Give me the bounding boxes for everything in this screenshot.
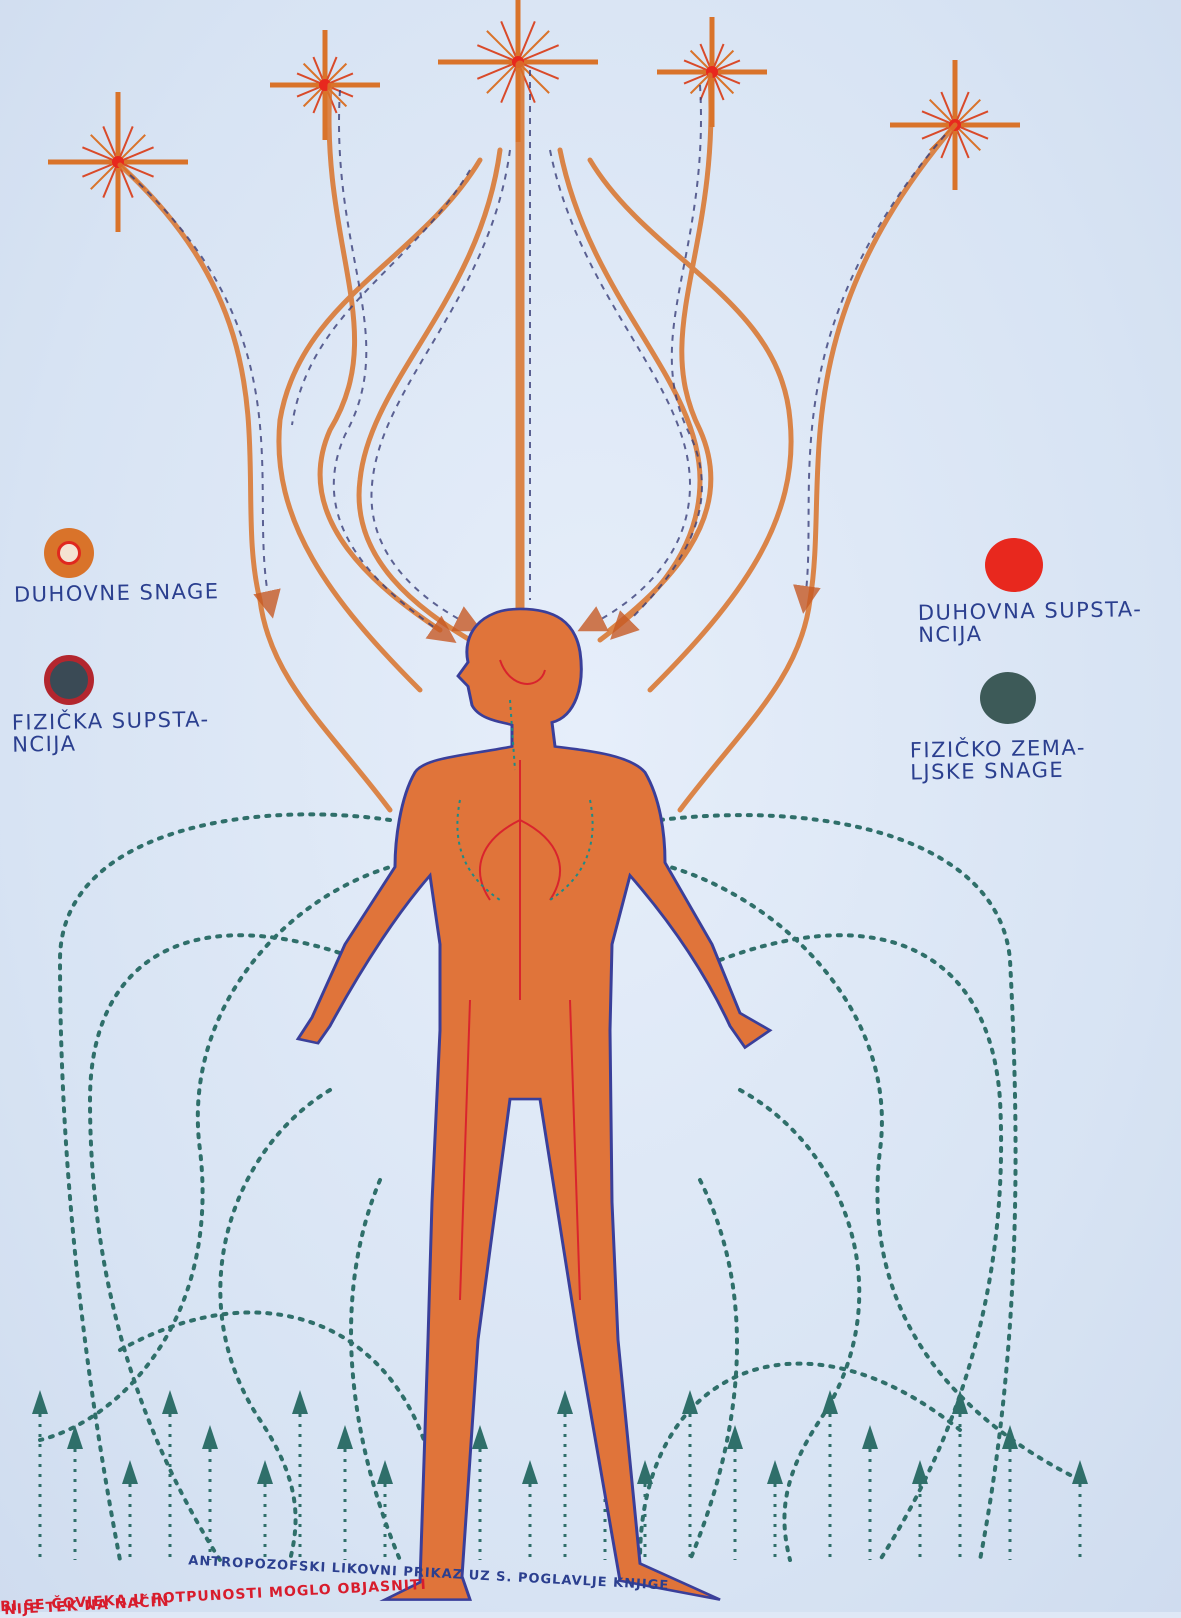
- arrow-icon: [257, 1460, 273, 1484]
- arrow-icon: [952, 1390, 968, 1414]
- stream: [320, 85, 440, 630]
- physical-substance-dot: [44, 655, 94, 705]
- arrow-icon: [1002, 1425, 1018, 1449]
- arrow-icon: [472, 1425, 488, 1449]
- arrow-icon: [32, 1390, 48, 1414]
- arrow-icon: [162, 1390, 178, 1414]
- arrow-icon: [767, 1460, 783, 1484]
- arrow-icon: [292, 1390, 308, 1414]
- earthly-arrows: [32, 1390, 1088, 1560]
- arrow-icon: [122, 1460, 138, 1484]
- arrow-icon: [337, 1425, 353, 1449]
- arrow-icon: [557, 1390, 573, 1414]
- stars: [48, 0, 1020, 232]
- arrow-icon: [637, 1460, 653, 1484]
- arrow-icon: [912, 1460, 928, 1484]
- figure-body: [298, 609, 770, 1600]
- arrow-icon: [1072, 1460, 1088, 1484]
- legend-spiritual-substance: DUHOVNA SUPSTA- NCIJA: [918, 598, 1143, 646]
- arrow-icon: [862, 1425, 878, 1449]
- star-icon: [270, 30, 380, 140]
- spiritual-substance-dot: [985, 538, 1043, 592]
- stream: [680, 125, 955, 810]
- arrow-icon: [202, 1425, 218, 1449]
- stream: [279, 160, 480, 690]
- spiritual-forces-dot-inner: [57, 541, 81, 565]
- arrow-icon: [522, 1460, 538, 1484]
- human-figure: [298, 609, 770, 1600]
- legend-earthly-forces: FIZIČKO ZEMA- LJSKE SNAGE: [910, 736, 1087, 783]
- arrow-icon: [377, 1460, 393, 1484]
- legend-spiritual-forces: DUHOVNE SNAGE: [14, 580, 220, 606]
- stream: [610, 75, 711, 630]
- earthly-forces-dot: [980, 672, 1036, 724]
- legend-physical-substance: FIZIČKA SUPSTA- NCIJA: [12, 708, 211, 755]
